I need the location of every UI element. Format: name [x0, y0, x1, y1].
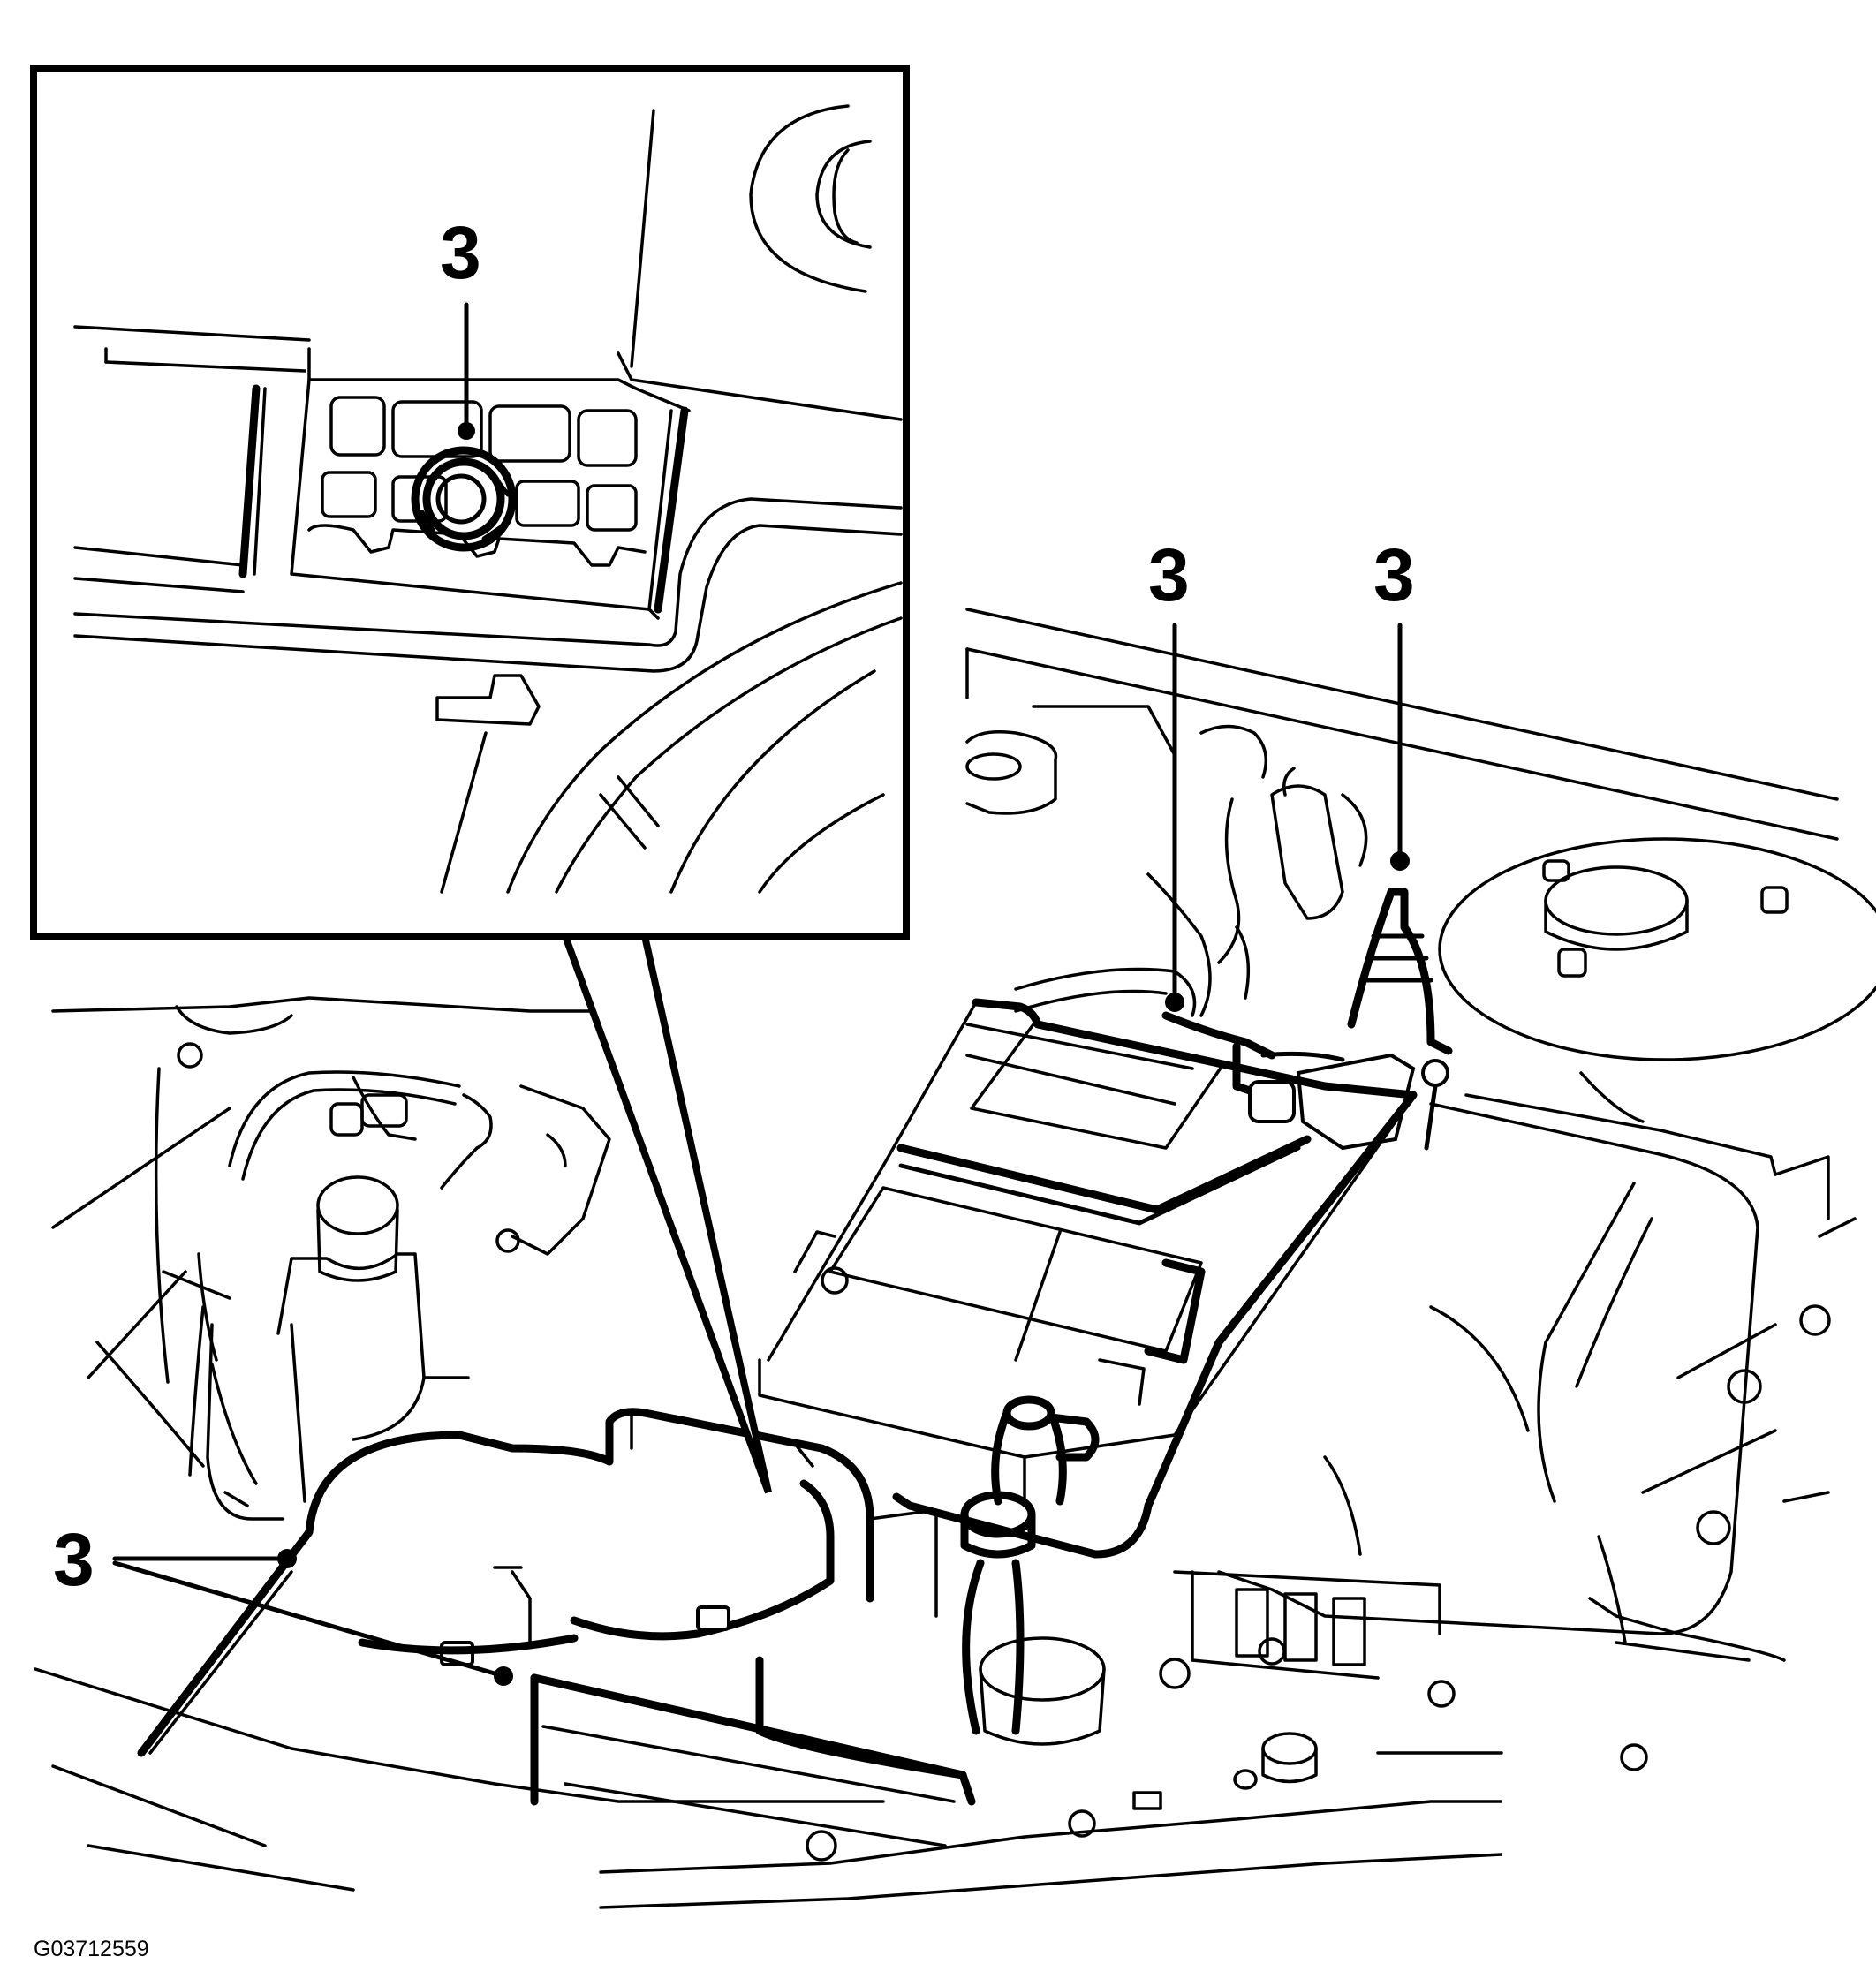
battery-positive-cable — [1347, 888, 1453, 1055]
callout-upper-middle: 3 — [1148, 533, 1190, 1012]
battery-terminal-block — [1248, 1053, 1449, 1151]
detail-inset: 3 — [30, 65, 910, 1494]
inset-frame — [30, 65, 910, 940]
callout-upper-right: 3 — [1373, 533, 1415, 871]
oil-filler-cap — [960, 1395, 1100, 1735]
callout-lower-left: 3 — [53, 1518, 513, 1686]
callout-upper-middle-label: 3 — [1148, 533, 1190, 616]
brake-fluid-reservoir — [188, 1175, 470, 1521]
lower-left-fastener — [493, 1566, 532, 1644]
inset-contents — [73, 104, 903, 894]
callout-upper-right-label: 3 — [1373, 533, 1415, 616]
air-intake-duct — [137, 1408, 976, 1847]
callout-inset-label: 3 — [440, 211, 481, 294]
strut-mount-left — [965, 705, 1176, 815]
air-cleaner-housing — [1173, 1071, 1857, 1680]
strut-mount-right — [1438, 837, 1876, 1061]
left-fender — [51, 996, 638, 1468]
engine-hoses — [1014, 724, 1368, 1017]
callout-lower-left-label: 3 — [53, 1518, 95, 1601]
callout-inset: 3 — [440, 211, 481, 440]
bolt-nut — [411, 446, 517, 552]
fluid-reservoir — [979, 1636, 1318, 1784]
radiator-support — [34, 1491, 1830, 1909]
left-hoses — [197, 1070, 611, 1507]
figure-id: G03712559 — [34, 1937, 149, 1961]
battery-tray — [758, 998, 1418, 1559]
engine-bay-illustration — [34, 608, 1876, 1909]
